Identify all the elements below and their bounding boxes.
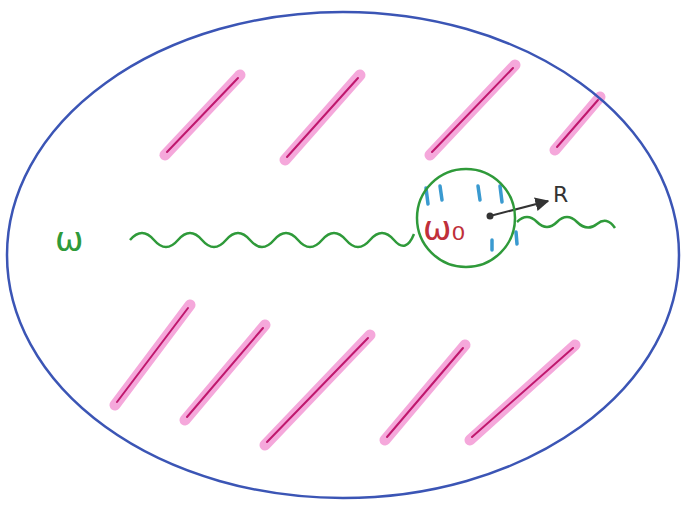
ellipse-outline bbox=[7, 12, 679, 498]
hatch-strokes bbox=[115, 65, 600, 445]
wave-label: ω bbox=[55, 222, 83, 256]
radius-arrow bbox=[490, 201, 548, 216]
radius-label: R bbox=[553, 184, 568, 206]
wavy-line-right bbox=[517, 217, 615, 228]
inner-circle: ω₀ bbox=[415, 167, 517, 269]
wavy-line bbox=[130, 233, 414, 247]
circle-outline bbox=[417, 169, 515, 267]
outer-region-outline bbox=[5, 10, 681, 500]
outer-region: ω ω₀ bbox=[5, 10, 681, 500]
center-label: ω₀ bbox=[423, 211, 465, 245]
